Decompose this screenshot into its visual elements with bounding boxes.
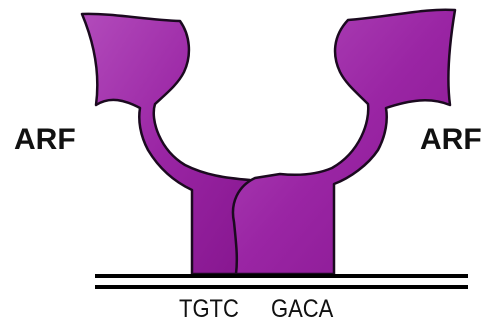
right-motif-label: GACA: [271, 297, 333, 322]
left-arf-label: ARF: [14, 125, 76, 155]
left-arf-protein: [82, 14, 250, 274]
right-arf-label: ARF: [420, 125, 482, 155]
left-motif-label: TGTC: [179, 297, 239, 322]
